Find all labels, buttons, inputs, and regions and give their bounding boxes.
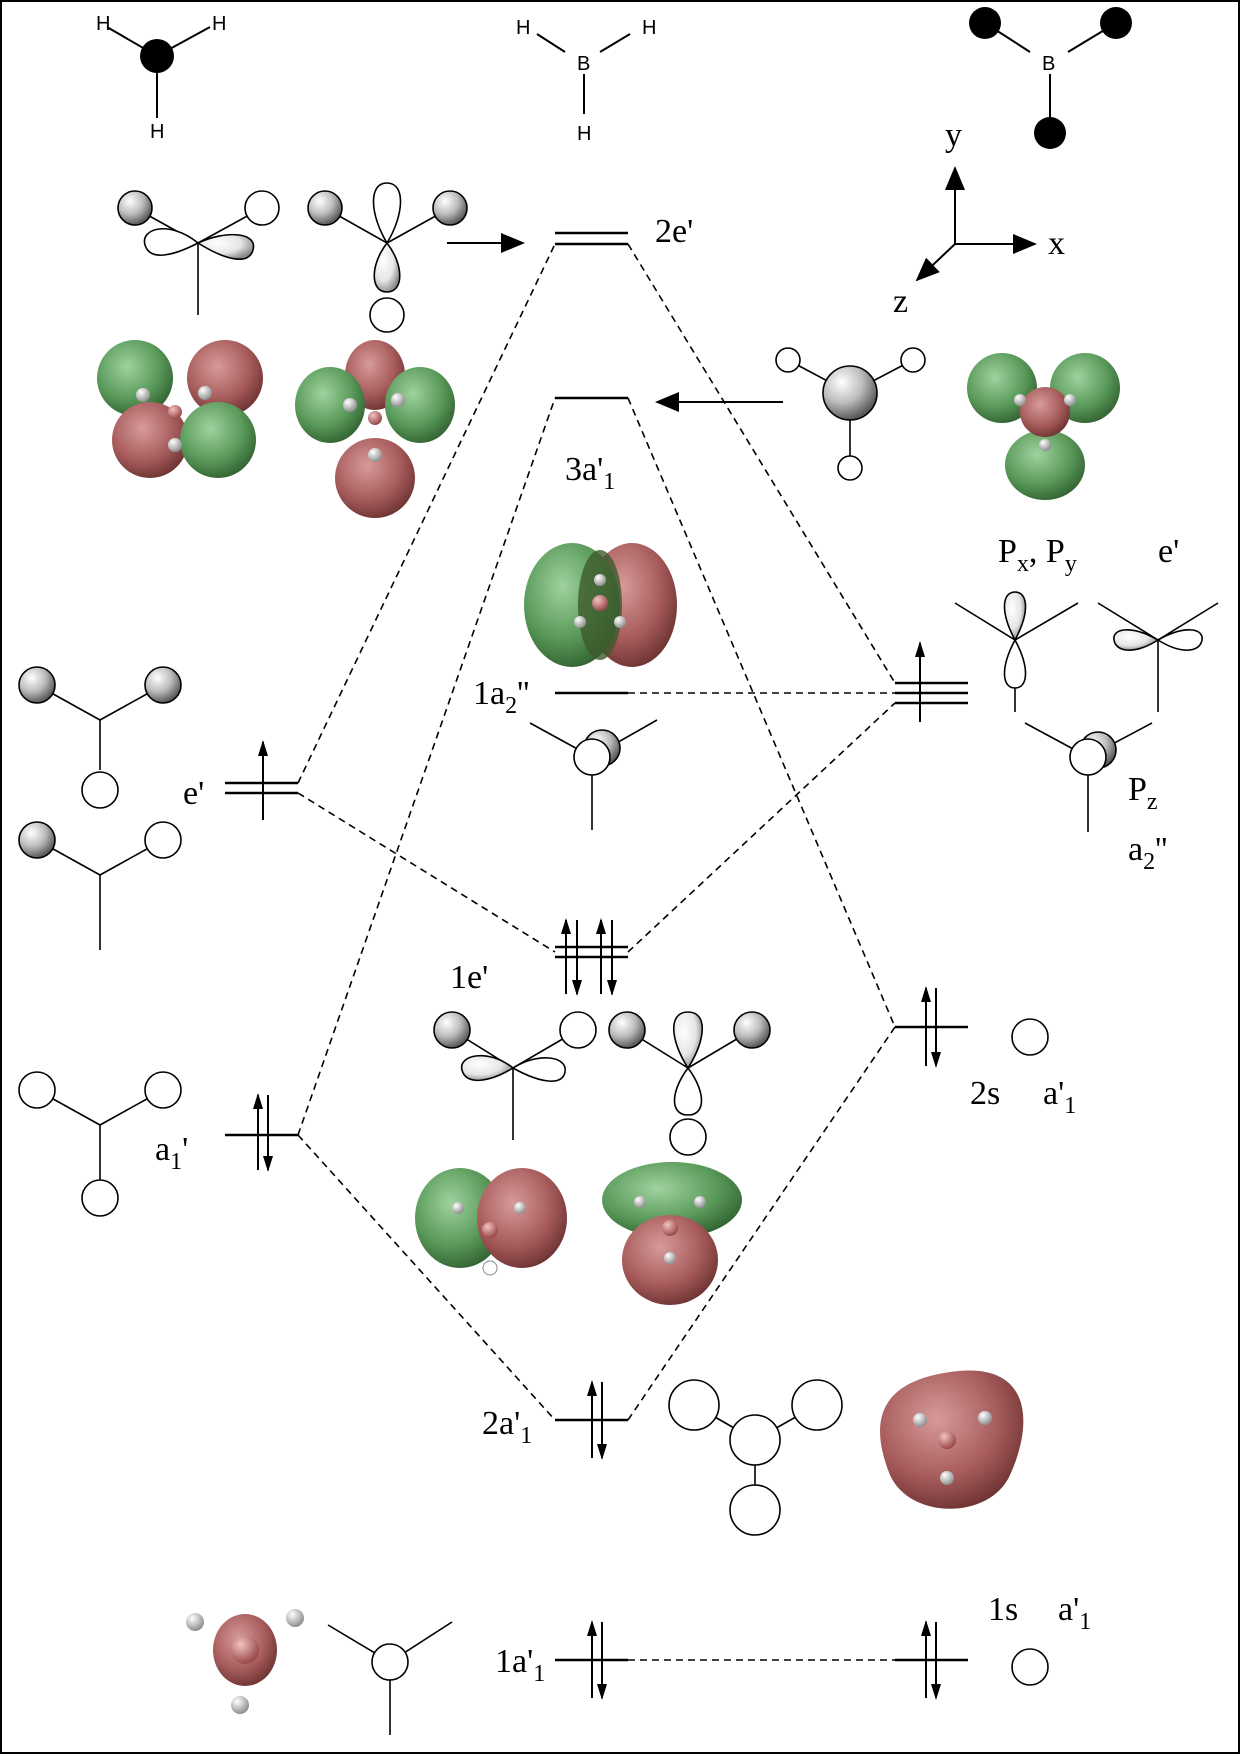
- level-e-prime-left: [225, 740, 298, 820]
- level-boron-2s: [895, 986, 968, 1068]
- orbital-cartoon-2s: [1011, 1018, 1049, 1056]
- bh3-structural-formula: H H B H: [516, 17, 656, 145]
- level-label-1a1: 1a'1: [495, 1643, 545, 1687]
- level-label-e-prime-left: e': [183, 775, 204, 812]
- mo-surface-1e-prime-a: [415, 1168, 567, 1276]
- boron-label: B: [1042, 53, 1055, 75]
- z-axis-label: z: [893, 283, 908, 320]
- correlation-lines: [297, 243, 896, 1661]
- hydrogen-label: H: [212, 13, 226, 35]
- mo-surface-1a1: [186, 1609, 304, 1714]
- boron-ligand-molecule: B: [969, 7, 1132, 149]
- orbital-cartoon-pz: [1024, 722, 1153, 832]
- level-2e-prime: [555, 231, 628, 246]
- hydrogen-label: H: [577, 123, 591, 145]
- level-label-1e-prime: 1e': [450, 959, 488, 996]
- level-label-1a2: 1a2'': [473, 675, 529, 719]
- mo-surface-2a1: [880, 1370, 1024, 1509]
- label-px-py: Px, Py: [998, 533, 1077, 577]
- hydrogen-label: H: [96, 13, 110, 35]
- hydrogen-label: H: [150, 121, 164, 143]
- label-pz: Pz: [1128, 771, 1158, 815]
- boron-label: B: [577, 53, 590, 75]
- mo-surface-1a2: [524, 543, 677, 667]
- orbital-cartoon-2a1: [668, 1379, 843, 1536]
- orbital-cartoon-h3-e-prime-a: [18, 666, 182, 809]
- mo-surface-2e-prime-b: [295, 340, 455, 518]
- hydrogen-label: H: [516, 17, 530, 39]
- level-1e-prime: [555, 918, 628, 996]
- level-label-2a1: 2a'1: [482, 1405, 532, 1449]
- level-label-3a1: 3a'1: [565, 451, 615, 495]
- orbital-cartoon-1s: [1011, 1648, 1049, 1686]
- level-a1-left: [225, 1093, 298, 1172]
- label-1s: 1s: [988, 1591, 1018, 1628]
- y-axis-label: y: [945, 117, 962, 154]
- level-boron-2p: [895, 641, 968, 722]
- orbital-cartoon-1a1: [327, 1621, 453, 1735]
- orbital-cartoon-py: [1097, 602, 1219, 712]
- level-1a1: [555, 1620, 628, 1700]
- orbital-cartoon-px: [954, 591, 1079, 712]
- orbital-cartoon-h3-e-prime-b: [18, 821, 182, 950]
- coordinate-axes: y x z: [893, 117, 1065, 320]
- label-2s: 2s: [970, 1075, 1000, 1112]
- orbital-cartoon-h3-a1: [18, 1071, 182, 1217]
- level-boron-1s: [895, 1620, 968, 1700]
- level-label-2e-prime: 2e': [655, 213, 693, 250]
- level-label-a1-left: a1': [155, 1131, 188, 1175]
- mo-surface-1e-prime-b: [602, 1162, 742, 1305]
- mo-surface-2e-prime-a: [97, 340, 263, 478]
- label-a2-double-prime: a2'': [1128, 831, 1167, 875]
- mo-surface-3a1: [967, 353, 1120, 500]
- orbital-cartoon-1a2: [529, 719, 658, 830]
- label-a1-2s: a'1: [1043, 1075, 1076, 1119]
- x-axis-label: x: [1048, 225, 1065, 262]
- orbital-cartoon-1e-prime-b: [608, 1011, 771, 1156]
- label-a1-1s: a'1: [1058, 1591, 1091, 1635]
- label-e-prime-right: e': [1158, 533, 1179, 570]
- bh3-ball-stick-molecule: H H H: [96, 13, 226, 143]
- orbital-cartoon-3a1: [775, 347, 926, 481]
- orbital-cartoon-1e-prime-a: [433, 1011, 597, 1140]
- hydrogen-label: H: [642, 17, 656, 39]
- orbital-cartoon-2e-prime-a: [117, 190, 280, 315]
- level-2a1: [555, 1380, 628, 1460]
- orbital-cartoon-2e-prime-b: [307, 182, 468, 333]
